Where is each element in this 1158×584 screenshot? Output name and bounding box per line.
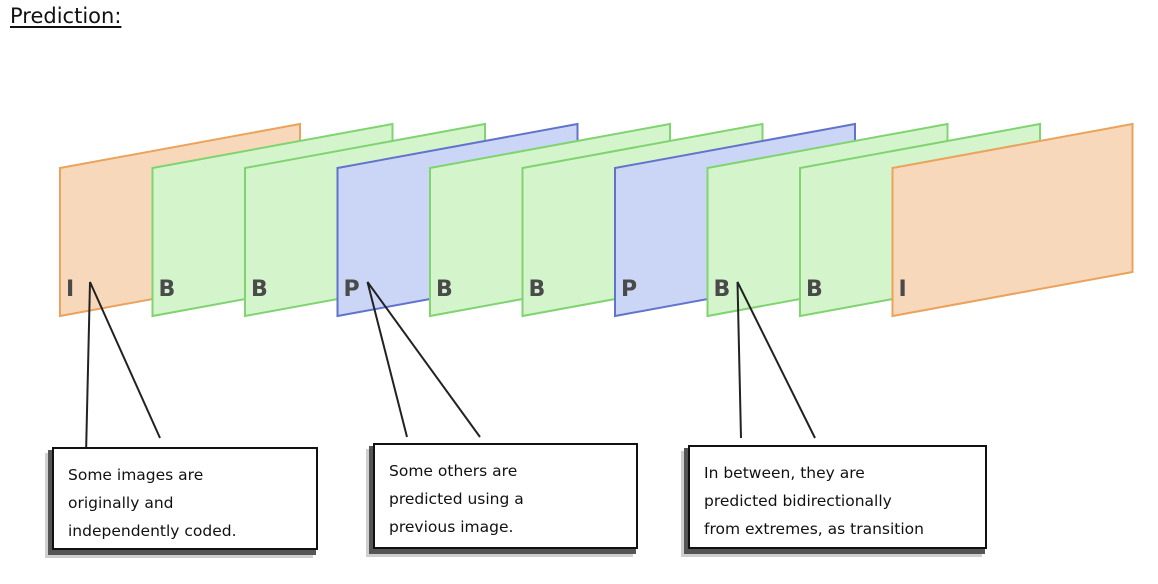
frame-label-9: I	[899, 277, 907, 302]
callout-pointer-0	[85, 281, 161, 456]
callout-p-frame: Some others are predicted using a previo…	[373, 443, 638, 549]
frame-label-8: B	[806, 277, 823, 302]
frame-label-1: B	[159, 277, 176, 302]
callout-pointers	[85, 281, 816, 456]
frame-label-3: P	[344, 277, 360, 302]
callout-i-text: Some images are originally and independe…	[68, 466, 237, 540]
frame-i-9	[891, 122, 1134, 318]
callout-pointer-1	[366, 281, 481, 438]
frame-label-7: B	[714, 277, 731, 302]
page-title: Prediction:	[10, 4, 122, 28]
frame-label-4: B	[436, 277, 453, 302]
frame-label-2: B	[251, 277, 268, 302]
callout-pointer-2	[736, 281, 816, 439]
callout-i-frame: Some images are originally and independe…	[52, 447, 318, 550]
frame-label-5: B	[529, 277, 546, 302]
callout-p-text: Some others are predicted using a previo…	[389, 462, 524, 536]
callout-b-text: In between, they are predicted bidirecti…	[704, 464, 924, 538]
frame-label-0: I	[66, 277, 74, 302]
callout-b-frame: In between, they are predicted bidirecti…	[688, 445, 987, 549]
frame-label-6: P	[621, 277, 637, 302]
